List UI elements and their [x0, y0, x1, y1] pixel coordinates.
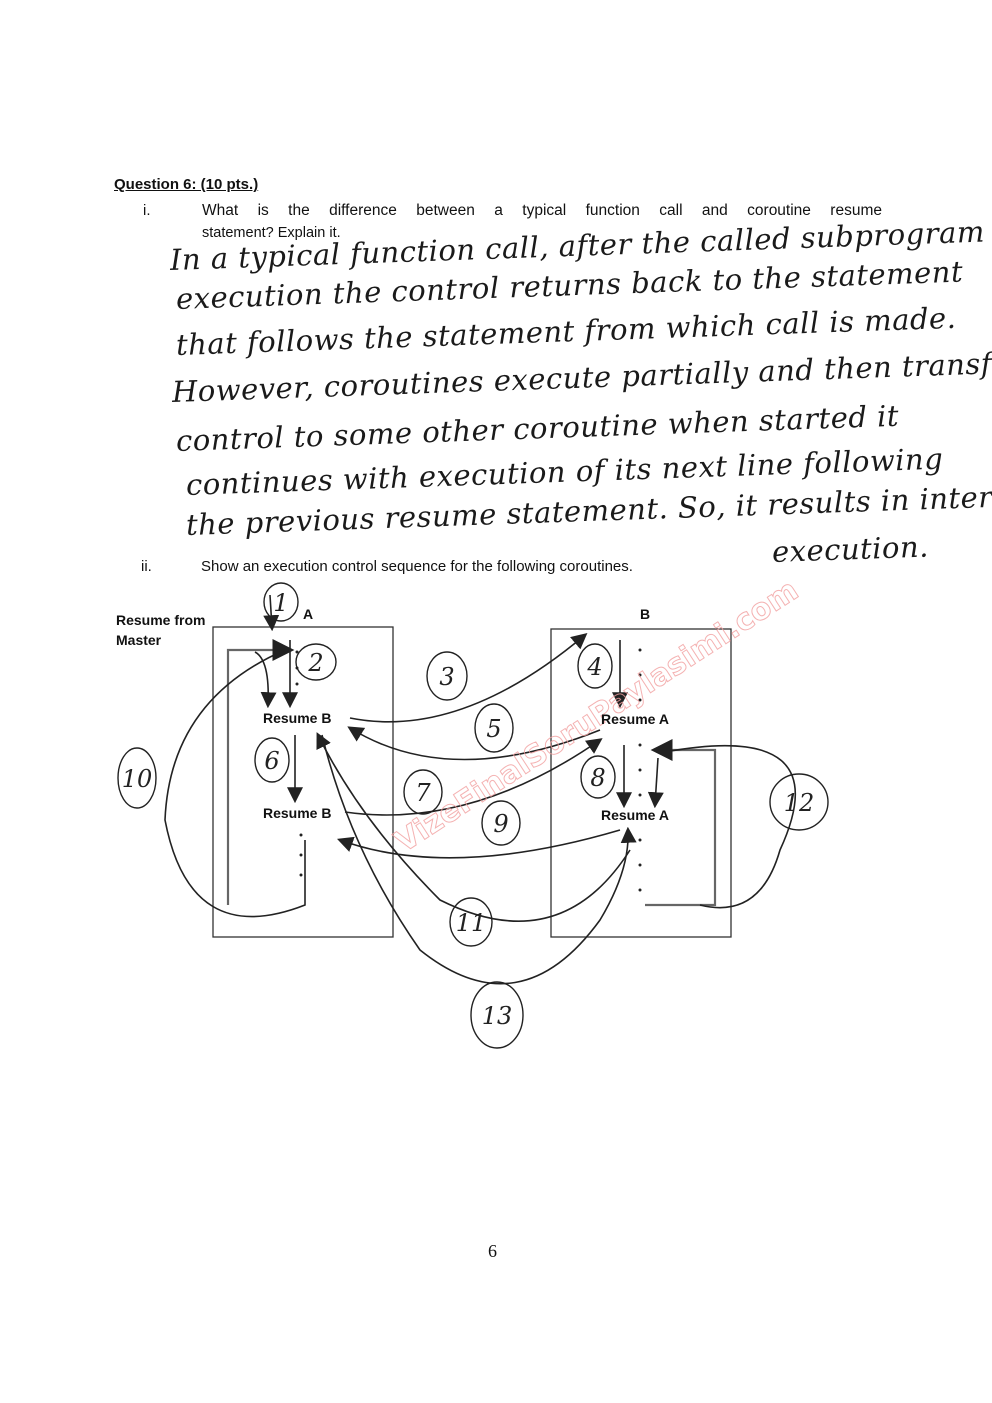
master-label-line1: Resume from: [116, 612, 206, 628]
page-number: 6: [488, 1241, 497, 1261]
coroutine-b-box: [550, 628, 732, 938]
step-circles: [117, 582, 829, 1049]
step-number: 3: [439, 663, 454, 691]
coroutine-a-label: A: [303, 606, 314, 622]
watermark: VizeFinalSoruPaylasimi.com: [389, 573, 805, 860]
step-number: 4: [586, 653, 602, 681]
question-title: Question 6: (10 pts.): [114, 176, 259, 193]
b-resume-a-2: Resume A: [601, 807, 669, 823]
control-arrows: [164, 594, 797, 985]
part-ii-number: ii.: [141, 558, 152, 575]
part-i-prompt-line1: What is the difference between a typical…: [202, 202, 882, 219]
step-number: 2: [307, 649, 323, 677]
step-number: 13: [482, 1002, 513, 1030]
part-i-prompt-line2: statement? Explain it.: [202, 225, 341, 241]
coroutine-a-box: [212, 626, 394, 938]
continuation-dots: [295, 648, 642, 892]
a-resume-b-1: Resume B: [263, 710, 332, 726]
step-number: 7: [415, 779, 431, 807]
a-resume-b-2: Resume B: [263, 805, 332, 821]
step-number: 6: [264, 747, 279, 775]
b-resume-a-1: Resume A: [601, 711, 669, 727]
step-number: 8: [590, 764, 605, 792]
step-number: 5: [486, 715, 501, 743]
step-number: 10: [122, 765, 153, 793]
coroutine-b-label: B: [640, 606, 651, 622]
master-label-line2: Master: [116, 632, 162, 648]
step-number: 12: [784, 789, 815, 817]
step-number: 1: [273, 589, 288, 617]
part-i-number: i.: [143, 202, 151, 219]
part-ii-prompt: Show an execution control sequence for t…: [201, 558, 633, 575]
step-number: 11: [456, 909, 487, 937]
step-number: 9: [493, 810, 508, 838]
